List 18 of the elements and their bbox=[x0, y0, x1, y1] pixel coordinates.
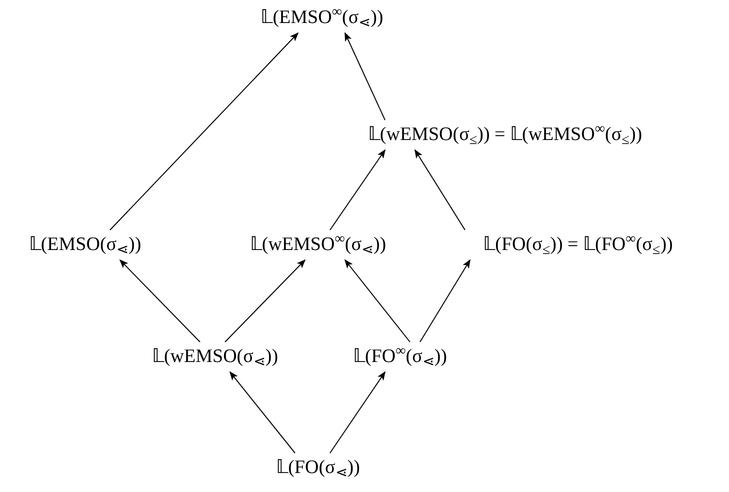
arrow bbox=[229, 371, 296, 454]
formula-label: 𝕃(FO(σ$_{≤}$)) = 𝕃(FO$^{∞}$(σ$_{≤}$)) bbox=[483, 233, 673, 257]
arrow bbox=[330, 371, 386, 454]
arrow bbox=[330, 149, 386, 230]
formula-label: 𝕃(EMSO$^{∞}$(σ$_{⋖}$)) bbox=[260, 6, 384, 30]
formula-label: 𝕃(wEMSO(σ$_{⋖}$)) bbox=[152, 345, 278, 369]
arrow bbox=[344, 32, 386, 120]
arrow bbox=[110, 32, 299, 230]
arrow bbox=[119, 259, 200, 342]
formula-label: 𝕃(wEMSO(σ$_{≤}$)) = 𝕃(wEMSO$^{∞}$(σ$_{≤}$)) bbox=[368, 123, 642, 147]
formula-label: 𝕃(EMSO(σ$_{⋖}$)) bbox=[28, 233, 142, 257]
formula-label: 𝕃(FO$^{∞}$(σ$_{⋖}$)) bbox=[352, 345, 448, 369]
arrow bbox=[420, 259, 470, 342]
arrow bbox=[414, 149, 466, 230]
formula-label: 𝕃(FO(σ$_{⋖}$)) bbox=[276, 456, 360, 480]
arrow bbox=[344, 259, 410, 342]
formula-label: 𝕃(wEMSO$^{∞}$(σ$_{⋖}$)) bbox=[250, 233, 386, 257]
arrow bbox=[224, 259, 306, 342]
